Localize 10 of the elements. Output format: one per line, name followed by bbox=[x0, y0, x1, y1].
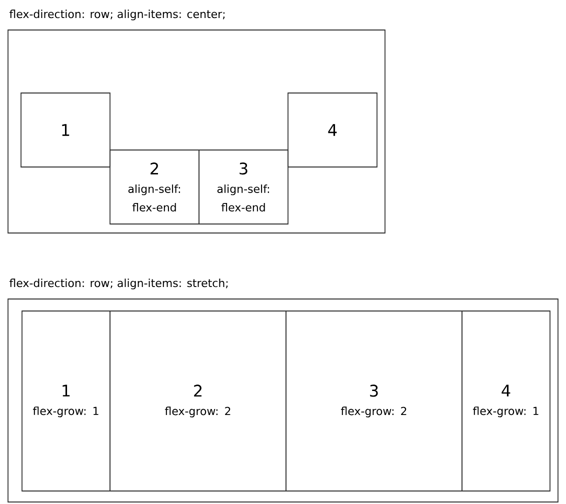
heading: flex-direction: row; align-items: stretch; bbox=[9, 278, 228, 290]
item-box: 2 flex-grow: 2 bbox=[110, 310, 286, 492]
item-box: 2 align-self: flex-end bbox=[110, 150, 200, 224]
item-box: 1 bbox=[20, 92, 110, 168]
item-box: 3 flex-grow: 2 bbox=[286, 310, 462, 492]
heading: flex-direction: row; align-items: center; bbox=[9, 10, 225, 20]
item-box: 1 flex-grow: 1 bbox=[22, 310, 110, 492]
item-box: 4 flex-grow: 1 bbox=[462, 310, 550, 492]
item-box: 3 align-self: flex-end bbox=[198, 150, 288, 224]
item-box: 4 bbox=[288, 92, 378, 168]
